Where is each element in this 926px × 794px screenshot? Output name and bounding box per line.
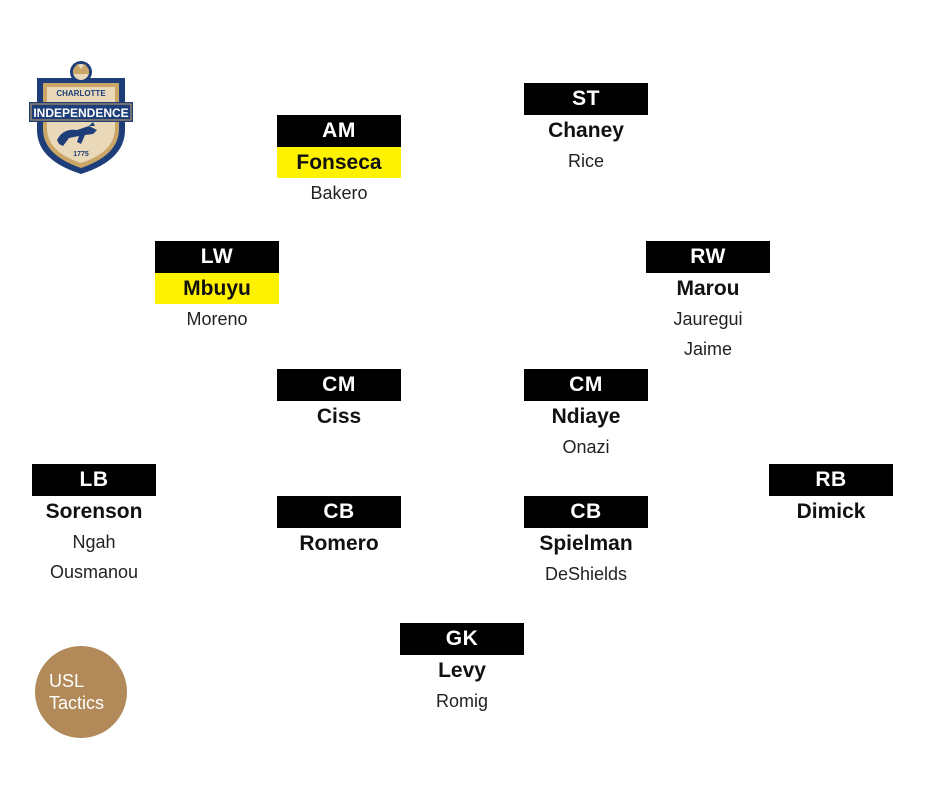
player-slot-rw: RW Marou Jauregui Jaime <box>646 241 770 364</box>
starter-name: Chaney <box>548 119 624 142</box>
backup-name: Bakero <box>310 183 368 203</box>
player-slot-cb-right: CB Spielman DeShields <box>524 496 648 589</box>
player-slot-cm-left: CM Ciss <box>277 369 401 432</box>
starter-name: Levy <box>438 659 486 682</box>
starter-name: Marou <box>676 277 740 300</box>
position-label: ST <box>524 83 648 115</box>
position-label: RB <box>769 464 893 496</box>
usl-tactics-badge: USL Tactics <box>35 646 127 738</box>
player-slot-lb: LB Sorenson Ngah Ousmanou <box>32 464 156 587</box>
svg-text:CHARLOTTE: CHARLOTTE <box>56 89 106 98</box>
player-slot-cb-left: CB Romero <box>277 496 401 559</box>
starter-name-highlighted: Mbuyu <box>155 273 279 304</box>
position-label: CB <box>277 496 401 528</box>
position-label: CM <box>277 369 401 401</box>
player-slot-lw: LW Mbuyu Moreno <box>155 241 279 334</box>
backup-name: DeShields <box>544 564 628 584</box>
backup-name: Moreno <box>186 309 248 329</box>
svg-text:1775: 1775 <box>73 151 89 158</box>
backup-name: Romig <box>435 691 488 711</box>
backup-name: Ngah <box>72 532 116 552</box>
svg-text:INDEPENDENCE: INDEPENDENCE <box>33 106 128 120</box>
starter-name: Sorenson <box>45 500 143 523</box>
position-label: LB <box>32 464 156 496</box>
position-label: RW <box>646 241 770 273</box>
player-slot-rb: RB Dimick <box>769 464 893 527</box>
starter-name: Dimick <box>796 500 866 523</box>
starter-name: Ciss <box>316 405 362 428</box>
position-label: GK <box>400 623 524 655</box>
position-label: CB <box>524 496 648 528</box>
position-label: CM <box>524 369 648 401</box>
backup-name: Rice <box>567 151 604 171</box>
starter-name: Spielman <box>539 532 633 555</box>
badge-line-1: USL <box>49 671 85 691</box>
starter-name: Ndiaye <box>551 405 621 428</box>
starter-name-highlighted: Fonseca <box>277 147 401 178</box>
backup-name: Jauregui <box>673 309 743 329</box>
player-slot-cm-right: CM Ndiaye Onazi <box>524 369 648 462</box>
starter-name: Romero <box>299 532 379 555</box>
position-label: LW <box>155 241 279 273</box>
charlotte-independence-logo: CHARLOTTE INDEPENDENCE 1775 <box>29 61 133 174</box>
backup-name: Ousmanou <box>49 562 139 582</box>
position-label: AM <box>277 115 401 147</box>
badge-line-2: Tactics <box>49 693 105 713</box>
player-slot-st: ST Chaney Rice <box>524 83 648 176</box>
backup-name: Jaime <box>683 339 732 359</box>
player-slot-am: AM Fonseca Bakero <box>277 115 401 208</box>
backup-name: Onazi <box>562 437 610 457</box>
player-slot-gk: GK Levy Romig <box>400 623 524 716</box>
